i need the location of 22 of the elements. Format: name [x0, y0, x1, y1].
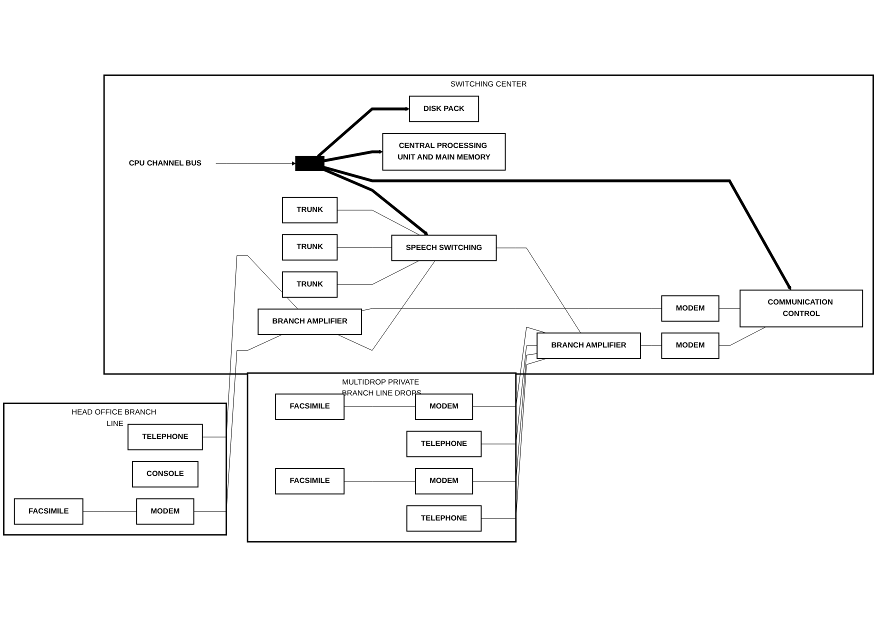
connector [480, 346, 538, 444]
arrow [324, 166, 792, 290]
connector [337, 260, 436, 351]
connector [194, 334, 282, 512]
connector [361, 308, 662, 311]
arrow [324, 150, 383, 162]
connector [336, 260, 420, 285]
connector [336, 210, 420, 236]
connector [718, 308, 740, 309]
connector [82, 511, 137, 512]
connector [472, 353, 538, 482]
connector [718, 326, 766, 346]
arrow [316, 106, 410, 158]
connector [336, 247, 392, 248]
connector [472, 326, 546, 407]
arrow [323, 168, 428, 236]
connector [496, 248, 581, 334]
connector [480, 358, 547, 519]
node-bar [295, 156, 324, 171]
connector [344, 406, 416, 407]
connector [344, 481, 416, 482]
connector [202, 255, 298, 438]
